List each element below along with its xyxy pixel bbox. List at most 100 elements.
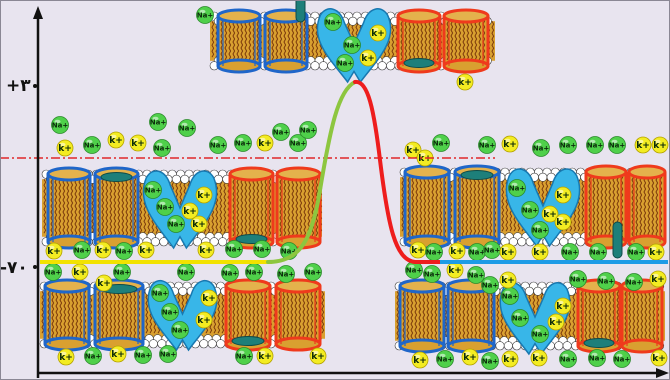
ion-highlight	[504, 290, 511, 295]
ion-highlight	[86, 139, 93, 144]
sodium-ion: Na+	[277, 265, 295, 283]
channel-top-rim	[274, 278, 322, 294]
sodium-ion: Na+	[588, 349, 606, 367]
ion-highlight	[562, 139, 569, 144]
potassium-ion-label: k+	[97, 279, 111, 289]
sodium-ion: Na+	[153, 139, 171, 157]
ion-highlight	[280, 268, 287, 273]
ion-highlight	[611, 139, 618, 144]
ion-highlight	[562, 353, 569, 358]
ion-highlight	[464, 351, 471, 356]
repolarization-segment	[353, 80, 442, 264]
potassium-ion-label: k+	[58, 144, 72, 154]
potassium-ion: k+	[651, 136, 669, 154]
ion-highlight	[630, 246, 637, 251]
potassium-ion-label: k+	[183, 207, 197, 217]
potassium-ion: k+	[530, 349, 548, 367]
ion-highlight	[174, 324, 181, 329]
ion-highlight	[132, 137, 139, 142]
sodium-ion: Na+	[161, 303, 179, 321]
phospholipid-head	[318, 61, 328, 71]
potassium-ion: k+	[359, 49, 377, 67]
sodium-ion-label: Na+	[598, 278, 615, 286]
ion-highlight	[59, 142, 66, 147]
sodium-ion: Na+	[468, 243, 486, 261]
sodium-ion-label: Na+	[426, 249, 443, 257]
ion-highlight	[550, 316, 557, 321]
potassium-ion-label: k+	[649, 248, 663, 258]
potassium-ion: k+	[634, 136, 652, 154]
sodium-ion: Na+	[478, 136, 496, 154]
potassium-ion: k+	[411, 351, 429, 369]
potassium-channel	[627, 164, 667, 250]
channel-tails	[97, 175, 137, 237]
potassium-ion-label: k+	[651, 275, 665, 285]
ion-highlight	[312, 350, 319, 355]
cell-membrane: Na+k+Na+k+Na+k+	[41, 166, 323, 250]
sodium-ion-label: Na+	[154, 145, 171, 153]
phospholipid-head	[538, 172, 548, 182]
sodium-ion: Na+	[144, 181, 162, 199]
potassium-ion-label: k+	[543, 210, 557, 220]
cell-membrane: Na+k+Na+k+Na+	[39, 278, 325, 352]
sodium-ion-label: Na+	[290, 140, 307, 148]
sodium-ion-label: Na+	[85, 353, 102, 361]
ion-highlight	[259, 137, 266, 142]
sodium-ion: Na+	[336, 54, 354, 72]
potassium-channel	[275, 166, 322, 250]
sodium-ion: Na+	[73, 241, 91, 259]
sodium-ion-label: Na+	[626, 279, 643, 287]
potassium-ion: k+	[195, 311, 213, 329]
gate-capsule	[295, 0, 306, 23]
channel-gate	[100, 172, 133, 182]
phospholipid-head	[216, 339, 226, 349]
sodium-ion: Na+	[531, 221, 549, 239]
ion-highlight	[159, 201, 166, 206]
ion-highlight	[534, 224, 541, 229]
sodium-ion-label: Na+	[512, 315, 529, 323]
potassium-ion: k+	[501, 135, 519, 153]
sodium-ion: Na+	[234, 134, 252, 152]
ion-highlight	[533, 352, 540, 357]
ion-highlight	[616, 353, 623, 358]
phospholipid-head	[517, 237, 527, 247]
channel-bottom-rim	[274, 336, 322, 352]
ion-highlight	[154, 287, 161, 292]
ion-highlight	[203, 292, 210, 297]
sodium-ion-label: Na+	[325, 19, 342, 27]
channel-bottom-rim	[216, 58, 262, 74]
ion-highlight	[212, 139, 219, 144]
potassium-ion: k+	[409, 241, 427, 259]
ion-highlight	[471, 246, 478, 251]
sodium-ion: Na+	[436, 350, 454, 368]
ion-highlight	[248, 266, 255, 271]
potassium-ion-label: k+	[199, 246, 213, 256]
sodium-ion: Na+	[613, 350, 631, 368]
sodium-ion-label: Na+	[254, 246, 271, 254]
phospholipid-head	[377, 61, 387, 71]
potassium-channel	[224, 278, 272, 352]
ion-highlight	[118, 245, 125, 250]
sodium-ion: Na+	[272, 123, 290, 141]
sodium-ion-label: Na+	[84, 142, 101, 150]
sodium-ion-label: Na+	[560, 356, 577, 364]
channel-body	[276, 286, 320, 344]
sodium-ion-label: Na+	[162, 309, 179, 317]
ion-highlight	[628, 276, 635, 281]
potassium-ion-label: k+	[418, 154, 432, 164]
sodium-ion: Na+	[343, 36, 361, 54]
channel-bottom-rim	[398, 338, 446, 354]
sodium-ion: Na+	[149, 113, 167, 131]
sodium-ion-label: Na+	[210, 142, 227, 150]
potassium-ion: k+	[309, 347, 327, 365]
sodium-ion: Na+	[113, 263, 131, 281]
sodium-ion-label: Na+	[570, 276, 587, 284]
ion-highlight	[504, 353, 511, 358]
phospholipid-head	[148, 339, 158, 349]
ion-highlight	[339, 57, 346, 62]
sodium-ion: Na+	[44, 263, 62, 281]
sodium-ion-label: Na+	[179, 125, 196, 133]
sodium-potassium-pump: Na+k+Na+k+Na+	[499, 282, 572, 356]
sodium-ion-label: Na+	[482, 282, 499, 290]
sodium-ion: Na+	[83, 136, 101, 154]
